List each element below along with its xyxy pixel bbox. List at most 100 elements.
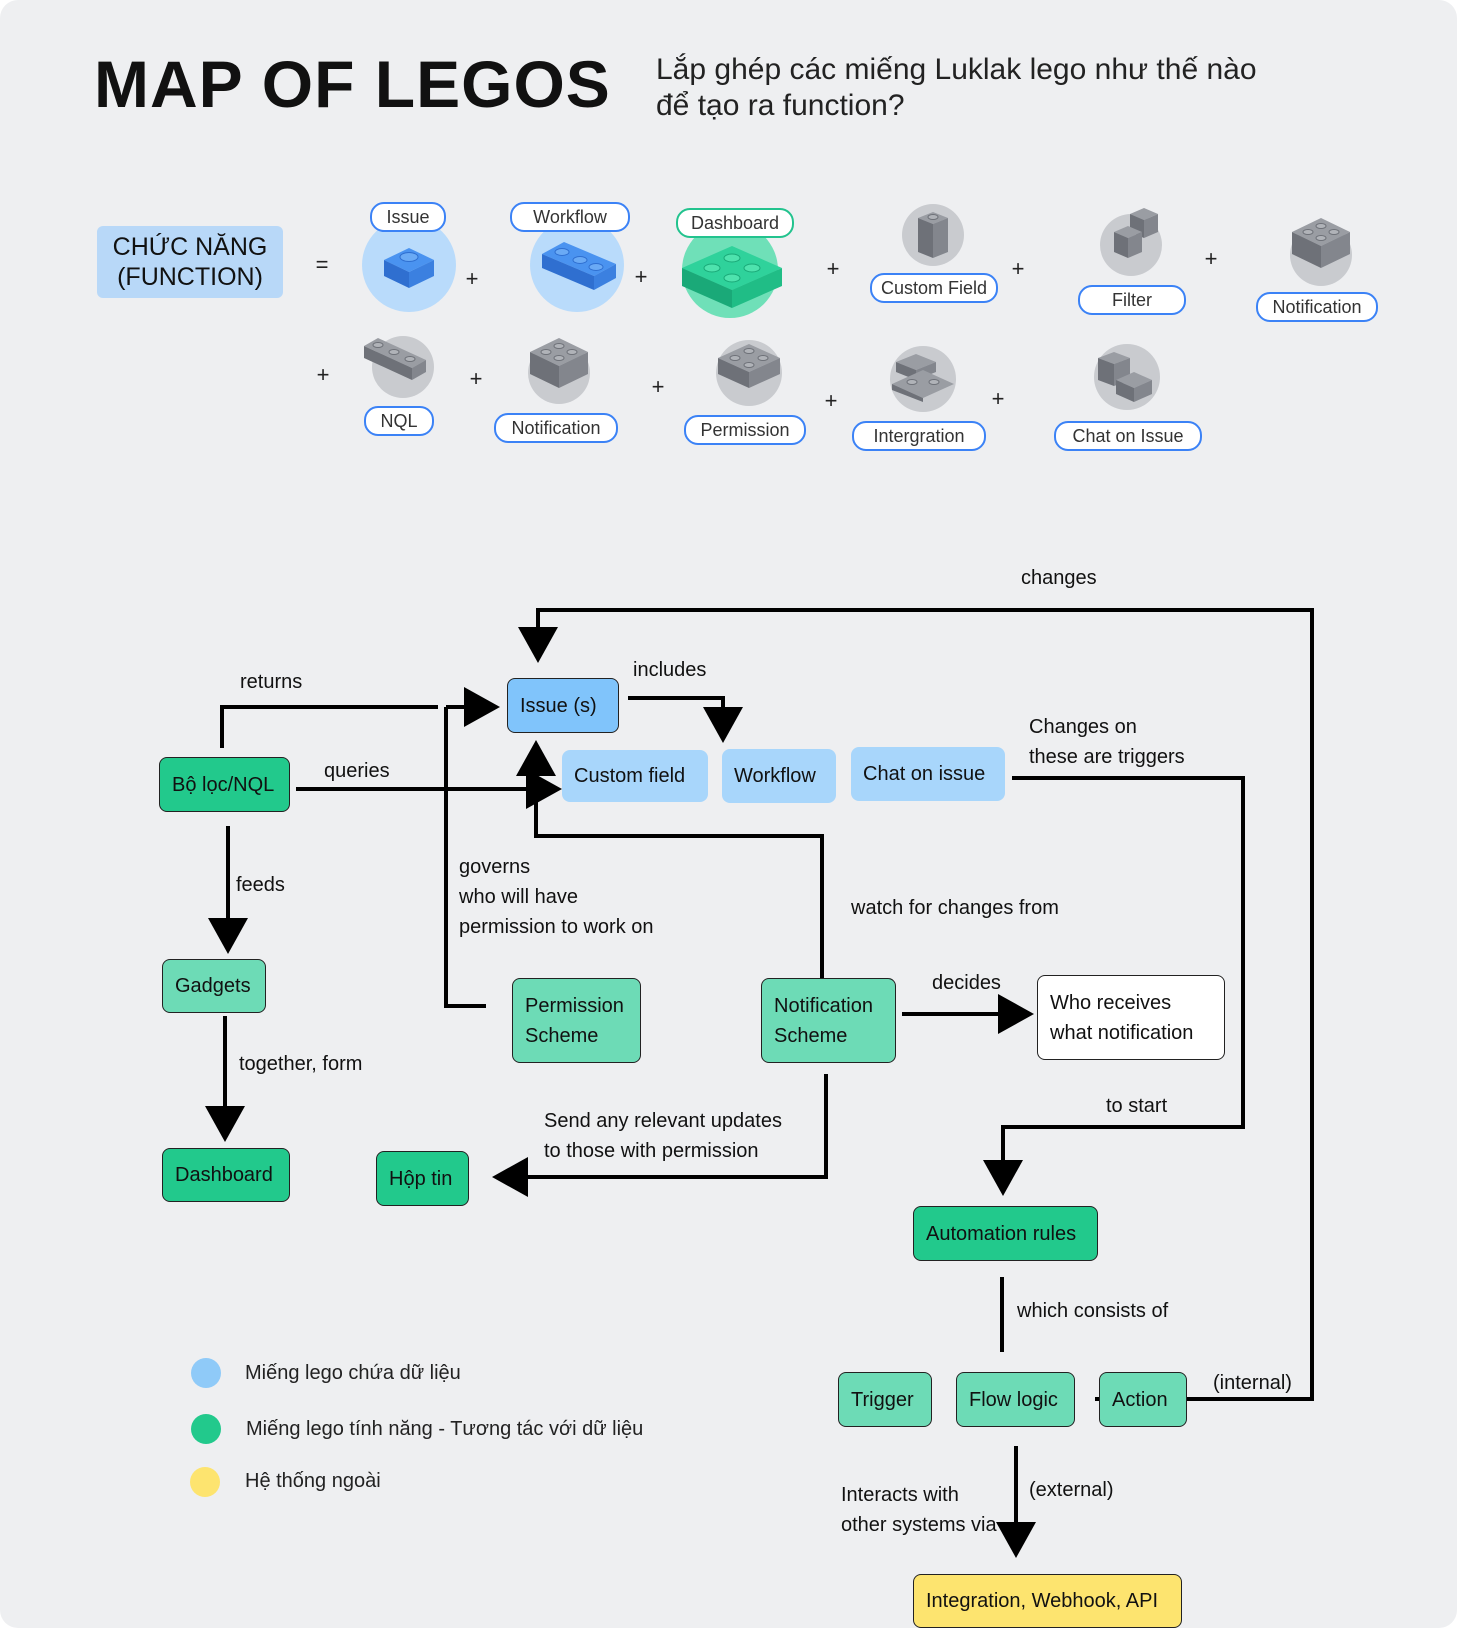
returns-label: returns <box>240 671 303 693</box>
legend-data-label: Miếng lego chứa dữ liệu <box>245 1362 461 1384</box>
plus-sign: + <box>824 388 838 413</box>
gadgets-node: Gadgets <box>162 959 266 1013</box>
notification-scheme-node: Notification Scheme <box>761 978 896 1063</box>
watch-arrow <box>516 740 824 978</box>
legend-feature-label: Miếng lego tính năng - Tương tác với dữ … <box>246 1418 644 1440</box>
changes-arrow <box>518 608 1314 1401</box>
permission-scheme-line2: Scheme <box>525 1024 599 1047</box>
nql-lego-icon <box>364 338 426 380</box>
send-updates-line1: Send any relevant updates <box>544 1110 782 1132</box>
external-label: (external) <box>1029 1479 1114 1501</box>
integration-lego-icon <box>892 354 954 402</box>
send-updates-label: Send any relevant updates to those with … <box>544 1106 782 1166</box>
chat-on-issue-lego-label: Chat on Issue <box>1054 421 1202 451</box>
dashboard-lego-label: Dashboard <box>676 208 794 238</box>
plus-sign: + <box>826 256 840 281</box>
workflow-lego-label: Workflow <box>510 202 630 232</box>
governs-line3: permission to work on <box>459 916 654 938</box>
queries-label: queries <box>324 760 390 782</box>
nql-lego-label: NQL <box>364 406 434 436</box>
function-box: CHỨC NĂNG (FUNCTION) <box>97 226 283 298</box>
permission-lego-icon <box>718 344 780 388</box>
notification-lego-icon <box>530 338 588 388</box>
plus-sign: + <box>991 386 1005 411</box>
changes-on-label: Changes on these are triggers <box>1029 712 1185 772</box>
permission-scheme-line1: Permission <box>525 994 624 1017</box>
legend-external-dot <box>190 1467 220 1497</box>
who-receives-line1: Who receives <box>1050 991 1172 1014</box>
plus-sign: + <box>1011 256 1025 281</box>
notification-lego-label: Notification <box>494 413 618 443</box>
send-updates-arrow <box>492 1074 828 1197</box>
permission-lego-label: Permission <box>684 415 806 445</box>
governs-line <box>444 707 486 1008</box>
together-form-label: together, form <box>239 1053 363 1075</box>
notification-scheme-line2: Scheme <box>774 1024 848 1047</box>
action-node: Action <box>1099 1372 1187 1427</box>
chat-on-issue-lego-icon <box>1098 352 1152 402</box>
who-receives-line2: what notification <box>1050 1021 1194 1044</box>
changes-on-line2: these are triggers <box>1029 746 1185 768</box>
notification-lego-label: Notification <box>1256 292 1378 322</box>
automation-rules-node: Automation rules <box>913 1206 1098 1261</box>
dashboard-node: Dashboard <box>162 1148 290 1202</box>
chat-on-issue-node: Chat on issue <box>851 747 1005 801</box>
plus-sign: + <box>634 264 648 289</box>
legend-data-dot <box>191 1358 221 1388</box>
changes-label: changes <box>1021 567 1097 589</box>
plus-sign: + <box>316 362 330 387</box>
flow-logic-node: Flow logic <box>956 1372 1075 1427</box>
workflow-node: Workflow <box>722 749 836 803</box>
internal-label: (internal) <box>1213 1372 1292 1394</box>
function-label-en: (FUNCTION) <box>117 263 263 291</box>
custom-field-lego-label: Custom Field <box>870 273 998 303</box>
decides-label: decides <box>932 972 1001 994</box>
plus-sign: + <box>1204 246 1218 271</box>
to-start-label: to start <box>1106 1095 1168 1117</box>
filter-nql-node: Bộ lọc/NQL <box>159 757 290 812</box>
equals-sign: = <box>315 252 329 277</box>
function-label-vi: CHỨC NĂNG <box>112 233 268 261</box>
issues-node: Issue (s) <box>507 678 619 733</box>
custom-field-lego-icon <box>918 212 948 258</box>
page-subtitle: Lắp ghép các miếng Luklak lego như thế n… <box>656 53 1257 122</box>
legend-external-label: Hệ thống ngoài <box>245 1470 381 1492</box>
interacts-line2: other systems via <box>841 1514 997 1536</box>
plus-sign: + <box>465 266 479 291</box>
to-start-arrow <box>983 776 1245 1196</box>
custom-field-node: Custom field <box>562 750 708 802</box>
watch-for-changes-label: watch for changes from <box>851 897 1059 919</box>
notification-lego-icon <box>1292 218 1350 268</box>
permission-scheme-node: Permission Scheme <box>512 978 641 1063</box>
integration-lego-label: Intergration <box>852 421 986 451</box>
changes-on-line1: Changes on <box>1029 716 1137 738</box>
issue-lego-label: Issue <box>370 202 446 232</box>
integration-node: Integration, Webhook, API <box>913 1574 1182 1628</box>
workflow-lego-icon <box>542 242 616 290</box>
interacts-line1: Interacts with <box>841 1484 959 1506</box>
plus-sign: + <box>651 374 665 399</box>
who-receives-node: Who receives what notification <box>1037 975 1225 1060</box>
governs-line1: governs <box>459 856 531 878</box>
includes-label: includes <box>633 659 707 681</box>
notification-scheme-line1: Notification <box>774 994 873 1017</box>
governs-label: governs who will have permission to work… <box>459 852 654 942</box>
page-title: MAP OF LEGOS <box>94 47 611 121</box>
plus-sign: + <box>469 366 483 391</box>
send-updates-line2: to those with permission <box>544 1140 759 1162</box>
legend-feature-dot <box>191 1414 221 1444</box>
issue-lego-icon <box>384 248 434 288</box>
includes-arrow <box>628 696 743 743</box>
which-consists-of-label: which consists of <box>1017 1300 1169 1322</box>
dashboard-lego-icon <box>682 246 782 308</box>
returns-line <box>220 705 438 748</box>
interacts-label: Interacts with other systems via <box>841 1480 997 1540</box>
filter-lego-icon <box>1114 208 1158 258</box>
hop-tin-node: Hộp tin <box>376 1151 469 1206</box>
feeds-label: feeds <box>236 874 285 896</box>
governs-line2: who will have <box>459 886 578 908</box>
trigger-node: Trigger <box>838 1372 932 1427</box>
filter-lego-label: Filter <box>1078 285 1186 315</box>
